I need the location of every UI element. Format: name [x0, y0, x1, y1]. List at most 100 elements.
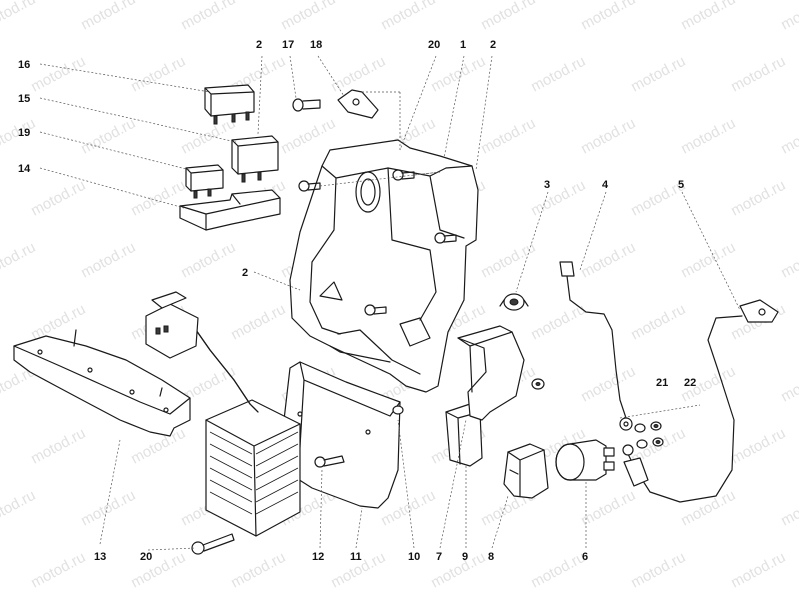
watermark-text: motod.ru: [378, 0, 438, 34]
label-21: 21: [656, 377, 668, 389]
screw-2-mid: [434, 232, 457, 244]
label-5: 5: [678, 179, 684, 191]
watermark-text: motod.ru: [728, 549, 788, 592]
relay-16: [204, 84, 255, 125]
label-2-mid: 2: [242, 267, 248, 279]
watermark-text: motod.ru: [578, 487, 638, 530]
watermark-text: motod.ru: [528, 177, 588, 220]
watermark-text: motod.ru: [578, 239, 638, 282]
watermark-text: motod.ru: [28, 53, 88, 96]
washers-21: [634, 423, 648, 449]
watermark-text: motod.ru: [478, 0, 538, 34]
watermark-text: motod.ru: [528, 53, 588, 96]
bolt-12: [314, 455, 345, 468]
bracket-7: [457, 325, 525, 421]
watermark-text: motod.ru: [778, 487, 799, 530]
label-16: 16: [18, 59, 30, 71]
watermark-text: motod.ru: [128, 549, 188, 592]
watermark-text: motod.ru: [628, 301, 688, 344]
label-20-bottom: 20: [140, 551, 152, 563]
label-20-top: 20: [428, 39, 440, 51]
watermark-text: motod.ru: [478, 239, 538, 282]
side-plate-13: [13, 329, 191, 437]
watermark-text: motod.ru: [678, 239, 738, 282]
watermark-text: motod.ru: [278, 0, 338, 34]
watermark-text: motod.ru: [678, 115, 738, 158]
label-17: 17: [282, 39, 294, 51]
watermark-text: motod.ru: [178, 115, 238, 158]
grommet-3: [499, 293, 529, 311]
watermark-text: motod.ru: [578, 115, 638, 158]
label-9: 9: [462, 551, 468, 563]
label-14: 14: [18, 163, 31, 175]
watermark-text: motod.ru: [628, 53, 688, 96]
watermark-text: motod.ru: [28, 549, 88, 592]
mounting-plate-11: [283, 361, 401, 509]
watermark-text: motod.ru: [328, 53, 388, 96]
label-7: 7: [436, 551, 442, 563]
watermark-text: motod.ru: [778, 0, 799, 34]
rubber-mount-8: [503, 443, 549, 499]
watermark-text: motod.ru: [0, 487, 38, 530]
watermark-text: motod.ru: [28, 425, 88, 468]
watermark-text: motod.ru: [578, 0, 638, 34]
watermark-text: motod.ru: [78, 239, 138, 282]
regulator-wiring: [145, 291, 259, 413]
label-22: 22: [684, 377, 696, 389]
bolt-17: [292, 98, 321, 112]
watermark-text: motod.ru: [128, 177, 188, 220]
leader-lines: [39, 55, 741, 551]
screw-2-upper-left: [298, 180, 321, 192]
label-12: 12: [312, 551, 324, 563]
watermark-text: motod.ru: [178, 0, 238, 34]
label-10: 10: [408, 551, 420, 563]
relay-base-14: [179, 189, 281, 231]
label-13: 13: [94, 551, 106, 563]
cable-4: [559, 261, 633, 431]
watermark-text: motod.ru: [428, 53, 488, 96]
watermark-text: motod.ru: [0, 239, 38, 282]
label-1: 1: [460, 39, 466, 51]
cable-5: [622, 299, 779, 503]
starter-solenoid-6: [555, 439, 615, 481]
label-4: 4: [602, 179, 609, 191]
label-15: 15: [18, 93, 30, 105]
watermark-text: motod.ru: [78, 487, 138, 530]
watermark-text: motod.ru: [728, 425, 788, 468]
watermark-text: motod.ru: [578, 363, 638, 406]
label-8: 8: [488, 551, 494, 563]
watermark-text: motod.ru: [778, 115, 799, 158]
cap-18: [337, 89, 379, 119]
label-3: 3: [544, 179, 550, 191]
label-11: 11: [350, 551, 362, 563]
watermark-text: motod.ru: [628, 549, 688, 592]
washer-11: [392, 405, 404, 415]
label-2-top-right: 2: [490, 39, 496, 51]
watermark-text: motod.ru: [228, 549, 288, 592]
watermark-text: motod.ru: [0, 0, 38, 34]
watermark-text: motod.ru: [728, 177, 788, 220]
label-19: 19: [18, 127, 30, 139]
watermark-text: motod.ru: [728, 53, 788, 96]
watermark-text: motod.ru: [778, 239, 799, 282]
watermark-text: motod.ru: [28, 301, 88, 344]
watermark-text: motod.ru: [228, 301, 288, 344]
main-bracket-1: [289, 139, 479, 393]
callout-labels: 16 15 19 14 2 17 18 20 1 2 3 4 5 2 21 22…: [18, 39, 696, 563]
watermark-text: motod.ru: [478, 115, 538, 158]
label-6: 6: [582, 551, 588, 563]
label-18: 18: [310, 39, 322, 51]
label-2-top-left: 2: [256, 39, 262, 51]
nuts-22: [650, 421, 664, 447]
watermark-text: motod.ru: [78, 0, 138, 34]
watermark-text: motod.ru: [678, 487, 738, 530]
watermark-text: motod.ru: [178, 239, 238, 282]
relay-19: [185, 164, 224, 199]
watermark-text: motod.ru: [678, 0, 738, 34]
watermark-text: motod.ru: [78, 115, 138, 158]
relay-15: [231, 135, 279, 183]
screw-2-upper-right: [392, 169, 415, 181]
screw-2-lower: [364, 304, 387, 316]
watermark-text: motod.ru: [778, 363, 799, 406]
